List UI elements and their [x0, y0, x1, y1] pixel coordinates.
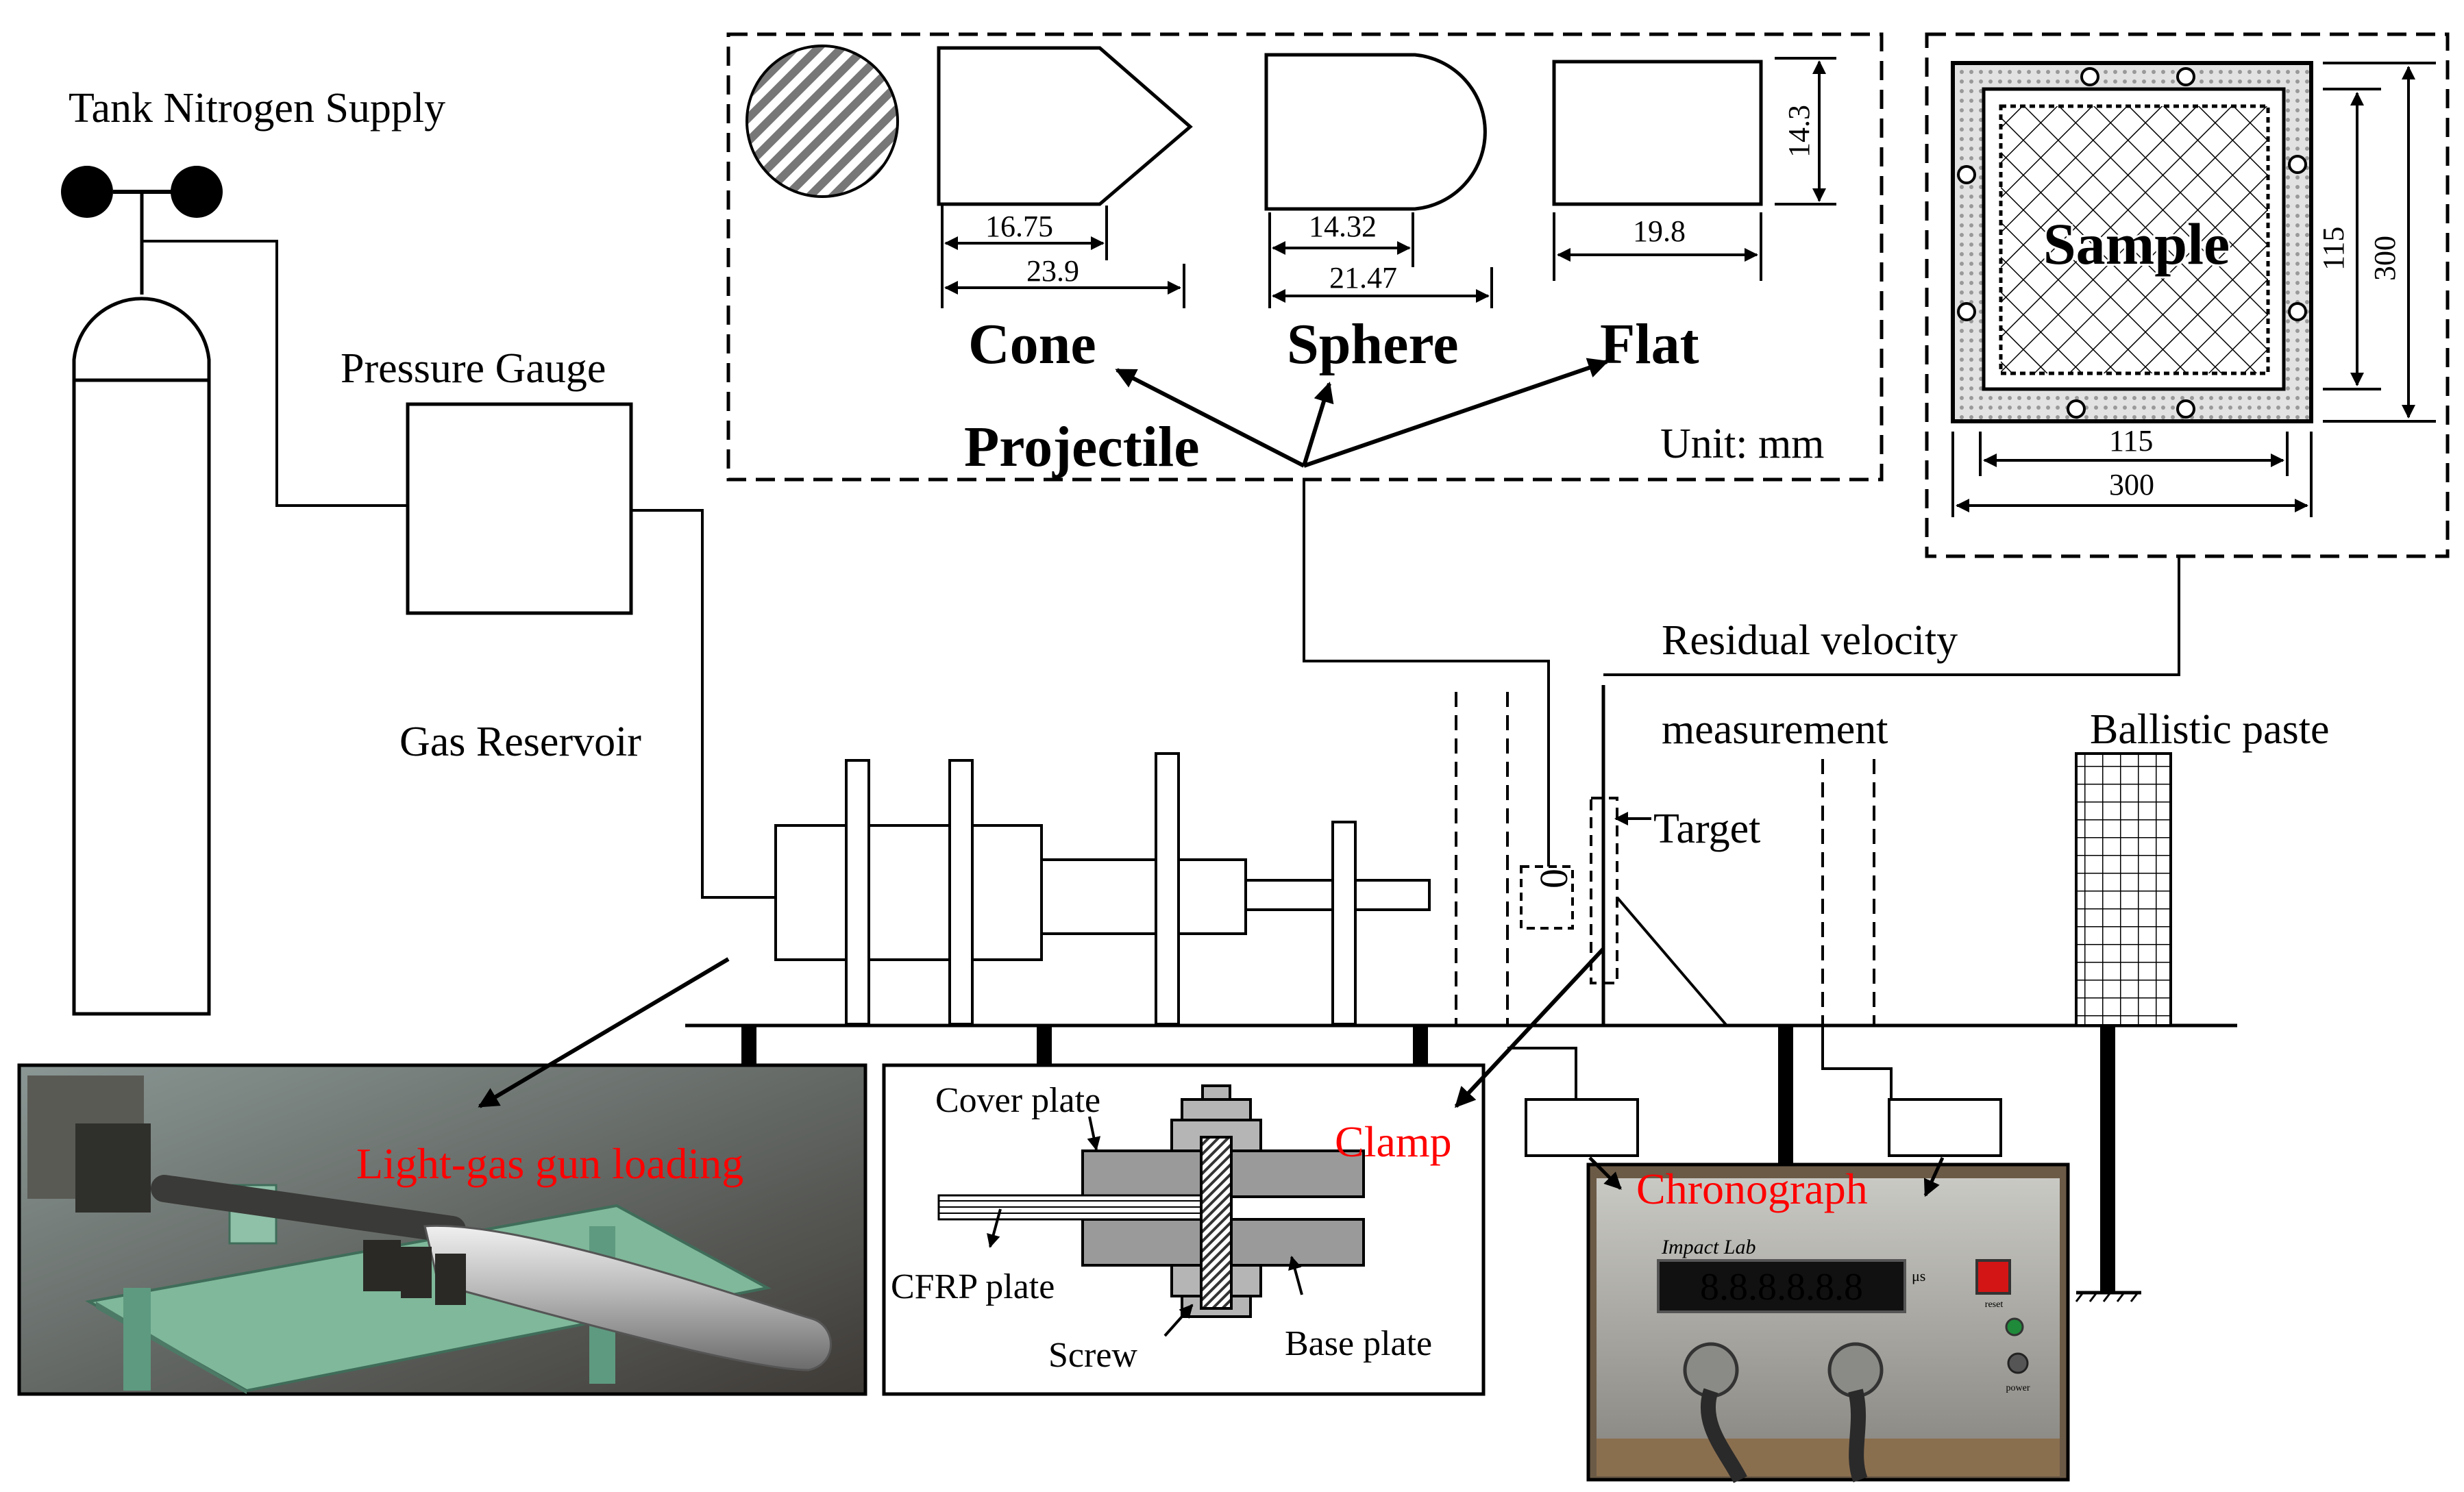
cover-plate-label: Cover plate	[935, 1081, 1100, 1120]
base-plate-label: Base plate	[1285, 1324, 1432, 1363]
ballistic-paste: Ballistic paste	[2075, 706, 2330, 1027]
chronograph-digits: 8.8.8.8.8.8	[1700, 1266, 1863, 1308]
light-gas-gun	[774, 752, 1431, 1025]
gas-reservoir-label: Gas Reservoir	[399, 719, 641, 765]
sample-mesh	[1999, 104, 2270, 375]
sphere-dim-inner: 14.32	[1309, 210, 1377, 243]
valve-knob-left-icon	[61, 166, 113, 218]
sample-dim-outer-w: 300	[2109, 468, 2154, 501]
gas-chamber	[774, 824, 1043, 961]
sample-dim-inner-w: 115	[2109, 424, 2153, 458]
chronograph-unit: μs	[1912, 1267, 1925, 1284]
light-gas-gun-label: Light-gas gun loading	[356, 1139, 743, 1188]
chronograph-label: Chronograph	[1636, 1165, 1868, 1213]
clamp-label: Clamp	[1335, 1117, 1452, 1166]
tank-label: Tank Nitrogen Supply	[69, 85, 445, 132]
pressure-gauge: Pressure Gauge Gas Reservoir	[341, 345, 774, 899]
projectile-cross-section-icon	[746, 45, 899, 198]
cone-dim-inner: 16.75	[985, 210, 1053, 243]
light-gas-gun-photo: Light-gas gun loading	[17, 957, 867, 1396]
sphere-label: Sphere	[1287, 312, 1458, 376]
input-connector-right	[1827, 1342, 1884, 1398]
power-label: power	[2006, 1383, 2030, 1393]
ballistic-paste-block	[2075, 752, 2172, 1027]
ballistic-paste-label: Ballistic paste	[2090, 706, 2330, 753]
svg-text:0: 0	[1531, 869, 1576, 888]
residual-velocity-label-2: measurement	[1662, 706, 1888, 753]
pressure-gauge-box	[406, 402, 633, 615]
screw-shape	[1200, 1136, 1233, 1310]
chronograph-photo: Impact Lab 8.8.8.8.8.8 μs reset power Ch…	[1586, 1156, 2070, 1484]
reset-button[interactable]	[1975, 1259, 2011, 1295]
chronograph-display	[1657, 1259, 1906, 1313]
flat-dim-height: 14.3	[1782, 105, 1816, 158]
sample-dim-outer-h: 300	[2368, 236, 2402, 281]
unit-label: Unit: mm	[1660, 421, 1824, 467]
cone-label: Cone	[968, 312, 1096, 376]
flat-label: Flat	[1600, 312, 1699, 376]
target-plate	[1590, 797, 1618, 984]
sample-dim-inner-h: 115	[2317, 227, 2350, 271]
valve-knob-right-icon	[171, 166, 223, 218]
pressure-gauge-label: Pressure Gauge	[341, 345, 606, 392]
velocity-gates	[1455, 692, 2002, 1157]
power-switch[interactable]	[2007, 1352, 2029, 1374]
cone-dim-outer: 23.9	[1026, 254, 1079, 288]
projectile-in-flight	[1520, 865, 1574, 930]
projectile-panel: 16.75 23.9 Cone 14.32 21.47 Sphere 19.8 …	[726, 32, 1884, 482]
sphere-dim-outer: 21.47	[1329, 261, 1397, 295]
cfrp-plate-label: CFRP plate	[891, 1267, 1055, 1306]
sample-label: Sample	[2043, 211, 2230, 277]
reset-label: reset	[1985, 1300, 2004, 1310]
target-label: Target	[1653, 806, 1760, 852]
sphere-projectile-shape	[1264, 53, 1487, 211]
chronograph-brand: Impact Lab	[1661, 1236, 1756, 1258]
cone-projectile-shape	[937, 46, 1193, 206]
sample-panel: Sample 115 300 115 300	[1925, 32, 2450, 558]
screw-label: Screw	[1048, 1336, 1137, 1375]
residual-velocity-label-1: Residual velocity	[1662, 617, 1958, 664]
target-assembly: 0 Target	[1303, 480, 2180, 1027]
nitrogen-cylinder	[72, 297, 211, 1016]
flat-dim-length: 19.8	[1633, 214, 1686, 248]
ground-rail	[685, 1023, 2237, 1302]
tank-nitrogen-supply: Tank Nitrogen Supply	[61, 85, 445, 1016]
projectile-label: Projectile	[964, 415, 1200, 479]
flat-projectile-shape	[1552, 60, 1763, 206]
launch-tube	[1040, 858, 1247, 935]
input-connector-left	[1683, 1342, 1739, 1398]
power-indicator-icon	[2005, 1317, 2024, 1336]
clamp-detail: Cover plate CFRP plate Screw Base plate …	[882, 947, 1605, 1396]
